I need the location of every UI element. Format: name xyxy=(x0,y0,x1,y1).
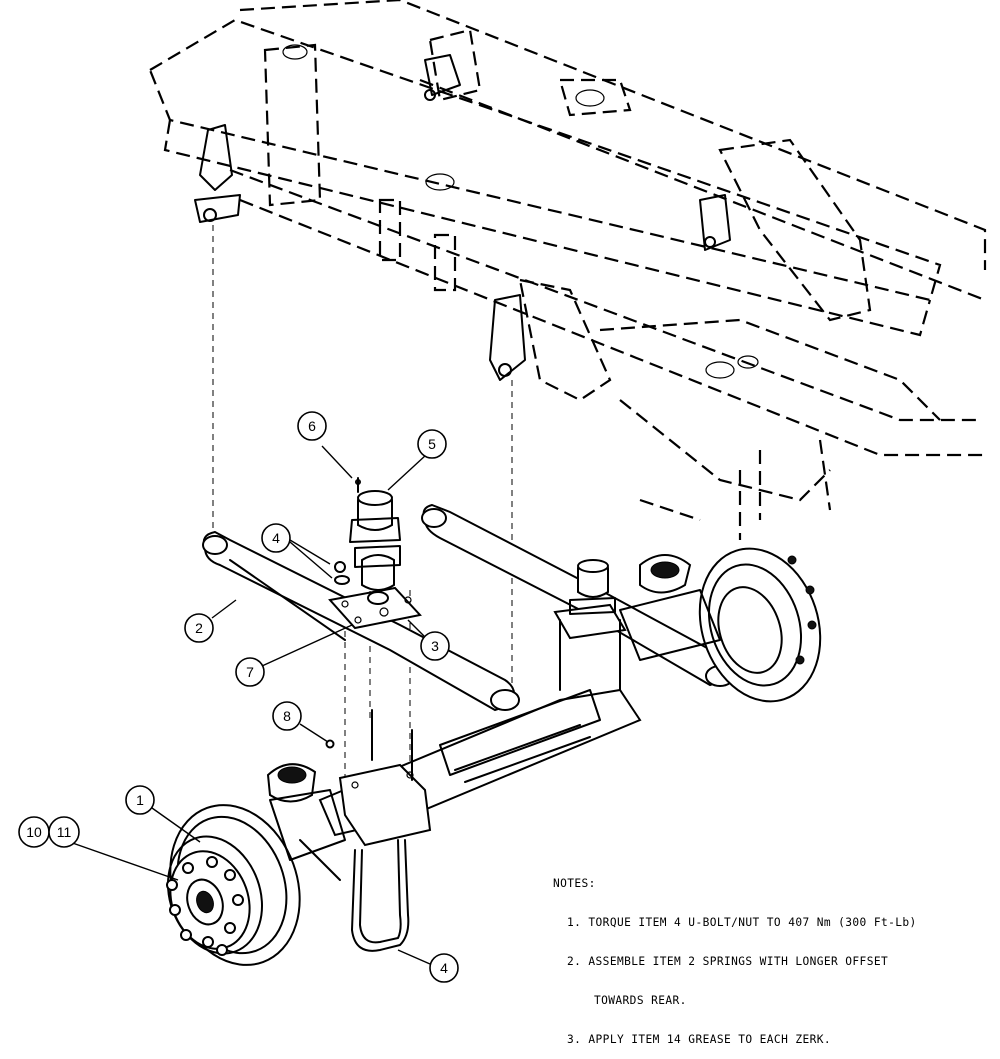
callout-1-label: 1 xyxy=(136,792,144,808)
callout-11-label: 11 xyxy=(57,824,72,840)
callout-leaders xyxy=(63,445,431,965)
bump-stop-right xyxy=(569,559,616,615)
callout-6: 6 xyxy=(297,411,327,441)
assembly-notes: NOTES: 1. TORQUE ITEM 4 U-BOLT/NUT TO 40… xyxy=(553,851,917,1059)
callout-7-label: 7 xyxy=(246,664,254,680)
leaf-spring-right xyxy=(421,503,735,687)
axle-assembly-drawing: 6 5 4 2 3 7 8 1 10 11 4 xyxy=(18,0,987,983)
callout-8: 8 xyxy=(272,701,302,731)
grease-zerk xyxy=(325,739,335,749)
callout-6-label: 6 xyxy=(308,418,316,434)
brake-drum-left xyxy=(166,763,346,966)
note-3: 3. APPLY ITEM 14 GREASE TO EACH ZERK. xyxy=(567,1033,832,1046)
callout-5: 5 xyxy=(417,429,447,459)
callout-1: 1 xyxy=(125,785,155,815)
callout-7: 7 xyxy=(235,657,265,687)
note-2: 2. ASSEMBLE ITEM 2 SPRINGS WITH LONGER O… xyxy=(567,955,889,968)
callout-11: 11 xyxy=(48,816,80,848)
callout-5-label: 5 xyxy=(428,436,436,452)
note-1: 1. TORQUE ITEM 4 U-BOLT/NUT TO 407 Nm (3… xyxy=(567,916,917,929)
bump-stop-upper xyxy=(349,477,401,543)
callout-2-label: 2 xyxy=(195,620,203,636)
u-bolts xyxy=(334,561,413,952)
notes-heading: NOTES: xyxy=(553,877,596,890)
callout-4-upper: 4 xyxy=(261,523,291,553)
callout-3: 3 xyxy=(420,631,450,661)
callout-4-lower: 4 xyxy=(429,953,459,983)
note-2-continued: TOWARDS REAR. xyxy=(594,994,687,1007)
callout-3-label: 3 xyxy=(431,638,439,654)
callout-10: 10 xyxy=(18,816,50,848)
callout-4-lower-label: 4 xyxy=(440,960,448,976)
callout-2: 2 xyxy=(184,613,214,643)
brake-drum-right xyxy=(619,547,822,703)
bump-stop-lower xyxy=(354,545,401,605)
callout-10-label: 10 xyxy=(26,824,42,840)
callout-4-upper-label: 4 xyxy=(272,530,280,546)
axle-seat-left xyxy=(338,763,432,847)
chassis-frame xyxy=(148,0,987,540)
spring-plate-right xyxy=(553,603,627,691)
callout-8-label: 8 xyxy=(283,708,291,724)
